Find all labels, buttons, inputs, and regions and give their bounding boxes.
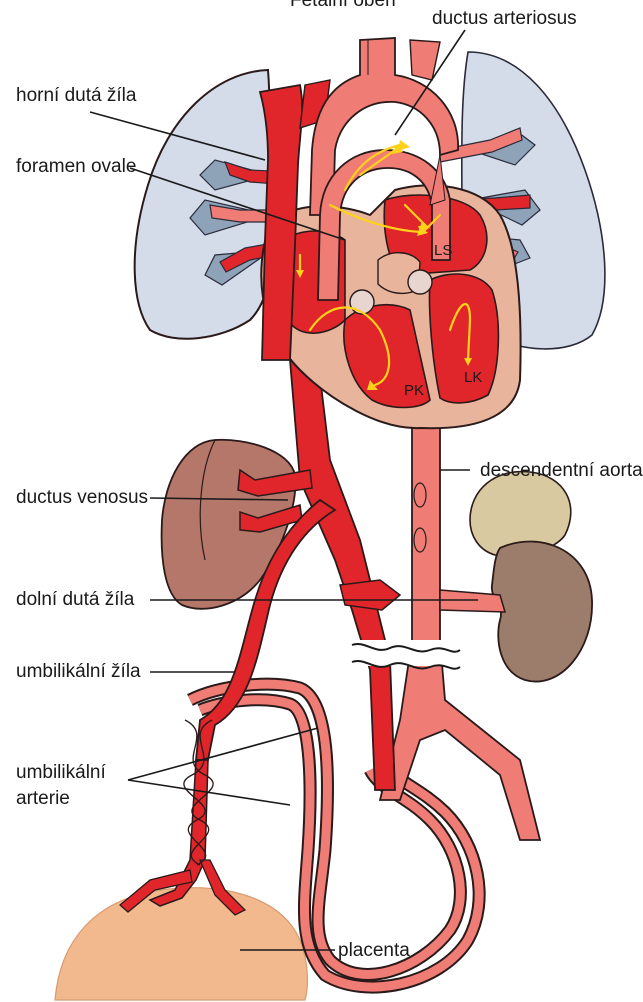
chamber-label-pk: PK (404, 382, 424, 399)
pulmonary-trunk (317, 149, 451, 301)
left-ventricle (428, 273, 500, 404)
placenta (54, 887, 308, 1001)
leader-lines (89, 29, 478, 951)
umbilical-twist (183, 719, 214, 866)
label-horni-duta-zila: horní dutá žíla (16, 85, 137, 106)
label-ductus-arteriosus: ductus arteriosus (432, 8, 577, 29)
mitral-valve (407, 269, 433, 295)
kidney (491, 540, 593, 683)
right-ventricle (343, 304, 431, 409)
label-ductus-venosus: ductus venosus (16, 487, 148, 508)
label-umbilikalni-arterie-line1: umbilikální (16, 762, 106, 783)
label-placenta: placenta (338, 940, 410, 961)
aortic-arch (309, 37, 459, 216)
label-foramen-ovale: foramen ovale (16, 156, 136, 177)
label-dolni-duta-zila: dolní dutá žíla (16, 589, 135, 610)
chamber-label-lk: LK (464, 369, 482, 386)
inferior-vena-cava-vessel (118, 359, 402, 916)
vessel-break (351, 640, 461, 670)
label-umbilikalni-zila: umbilikální žíla (16, 661, 141, 682)
umbilical-arteries (187, 677, 486, 994)
label-descendentni-aorta: descendentní aorta (480, 460, 643, 481)
label-top: Fetální oběh (290, 0, 396, 11)
flow-arrowheads (296, 140, 472, 390)
flow-arrows (298, 143, 472, 387)
tricuspid-valve (349, 289, 375, 315)
right-lung-vessels (189, 159, 293, 286)
chamber-label-ls: LS (434, 242, 452, 259)
adrenal-gland (469, 470, 572, 558)
label-umbilikalni-arterie-line2: arterie (16, 788, 70, 809)
